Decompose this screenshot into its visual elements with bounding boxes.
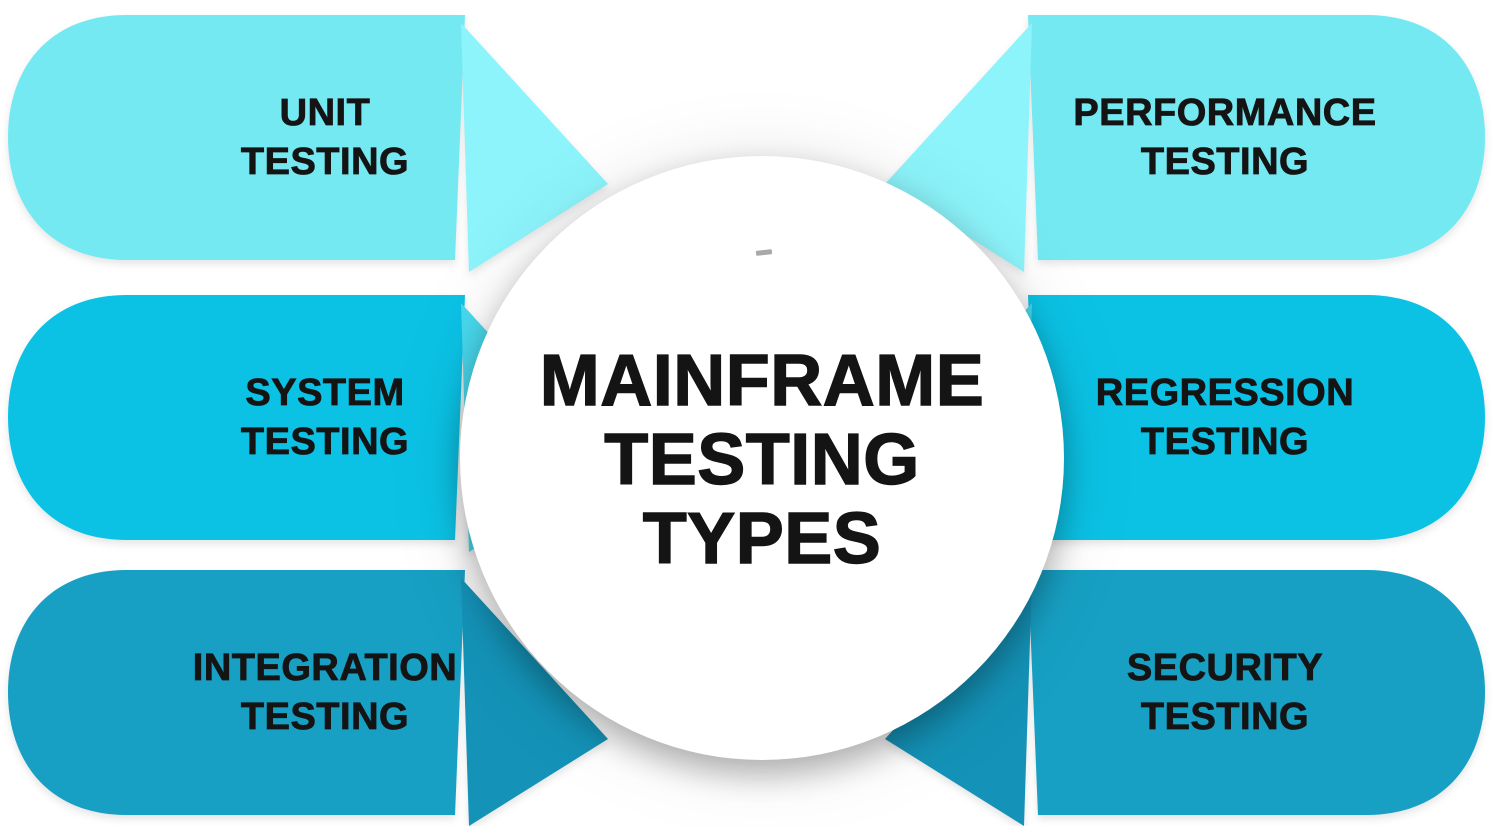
integration-ribbon-arrow-icon <box>461 578 608 826</box>
unit-testing-label: UNIT TESTING <box>160 15 490 260</box>
unit-ribbon-body <box>8 15 465 260</box>
performance-ribbon-body <box>1028 15 1485 260</box>
unit-testing-ribbon <box>8 15 608 272</box>
system-ribbon-body <box>8 295 465 540</box>
unit-ribbon-arrow-icon <box>461 23 608 272</box>
unit-testing-label-line2: TESTING <box>240 140 410 183</box>
security-ribbon-body <box>1028 570 1485 815</box>
regression-testing-label: REGRESSION TESTING <box>1040 295 1410 540</box>
performance-testing-ribbon <box>885 15 1485 272</box>
security-testing-label-line1: SECURITY <box>1126 646 1324 689</box>
center-circle <box>460 156 1064 760</box>
diagram-title-line2: TESTING <box>604 420 920 500</box>
unit-testing-label-line1: UNIT <box>279 91 371 134</box>
performance-testing-label-line1: PERFORMANCE <box>1073 91 1377 134</box>
integration-testing-label-line2: TESTING <box>240 695 410 738</box>
regression-testing-label-line1: REGRESSION <box>1095 371 1355 414</box>
regression-testing-label-line2: TESTING <box>1140 420 1310 463</box>
security-testing-label-line2: TESTING <box>1140 695 1310 738</box>
regression-ribbon-body <box>1028 295 1485 540</box>
integration-ribbon-body <box>8 570 465 815</box>
system-testing-label: SYSTEM TESTING <box>160 295 490 540</box>
performance-ribbon-arrow-icon <box>885 23 1032 272</box>
integration-testing-label-line1: INTEGRATION <box>192 646 458 689</box>
diagram-title-line1: MAINFRAME <box>539 341 985 421</box>
integration-testing-label: INTEGRATION TESTING <box>160 570 490 815</box>
diagram-title-line3: TYPES <box>642 499 882 579</box>
diagram-title: MAINFRAME TESTING TYPES <box>482 288 1042 633</box>
performance-testing-label: PERFORMANCE TESTING <box>1040 15 1410 260</box>
performance-testing-label-line2: TESTING <box>1140 140 1310 183</box>
integration-testing-ribbon <box>8 570 608 826</box>
system-testing-label-line2: TESTING <box>240 420 410 463</box>
system-testing-label-line1: SYSTEM <box>245 371 405 414</box>
security-testing-label: SECURITY TESTING <box>1040 570 1410 815</box>
